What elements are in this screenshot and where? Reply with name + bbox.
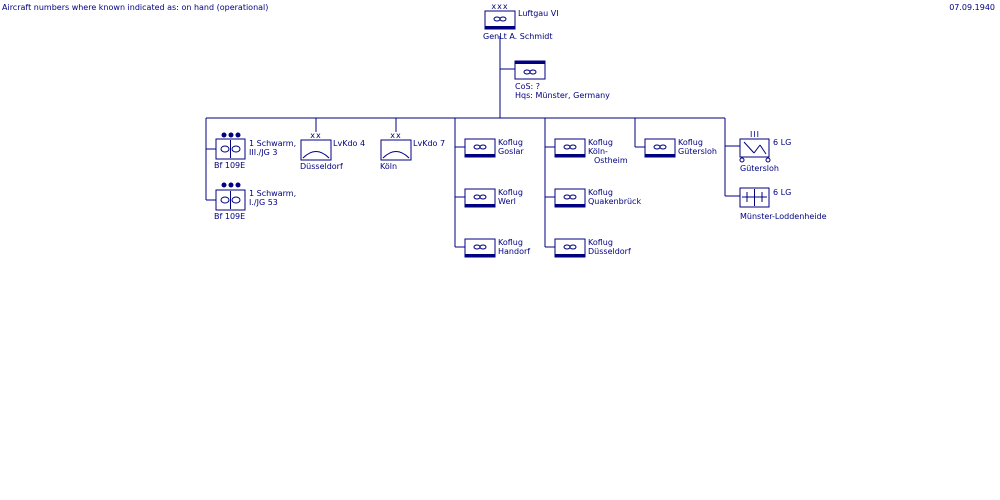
koflug-title: Koflug [498, 188, 523, 197]
lvkdo-location: Köln [380, 162, 397, 171]
lvkdo-node-2[interactable]: xx LvKdo 7 Köln [380, 131, 445, 171]
lg-echelon: III [750, 130, 760, 139]
koflug-quakenbruck[interactable]: Koflug Quakenbrück [554, 188, 641, 208]
lg-unit-munster[interactable]: 6 LG Münster-Loddenheide [739, 187, 827, 221]
koflug-werl[interactable]: Koflug Werl [464, 188, 523, 208]
fighter-unit-2[interactable]: 1 Schwarm, I./JG 53 Bf 109E [214, 182, 296, 222]
koflug-location: Goslar [498, 147, 524, 156]
koflug-dusseldorf[interactable]: Koflug Düsseldorf [554, 238, 631, 258]
koflug-location: Quakenbrück [588, 197, 641, 206]
strength-dots [221, 132, 241, 138]
arc-icon [302, 151, 330, 159]
koflug-location-2: Ostheim [594, 156, 628, 165]
infinity-icon [493, 16, 507, 22]
arc-icon [382, 151, 410, 159]
lvkdo-name: LvKdo 7 [413, 139, 445, 148]
staff-hqs: Hqs: Münster, Germany [515, 91, 610, 100]
strength-dots [221, 182, 241, 188]
koflug-location: Köln- [588, 147, 608, 156]
chart-date: 07.09.1940 [949, 3, 995, 12]
koflug-title: Koflug [678, 138, 703, 147]
lg-unit-gutersloh[interactable]: III 6 LG Gütersloh [739, 130, 791, 173]
fighter-aircraft: Bf 109E [214, 212, 245, 221]
infinity-icon [563, 144, 577, 150]
koflug-title: Koflug [588, 238, 613, 247]
infinity-icon [473, 144, 487, 150]
lvkdo-name: LvKdo 4 [333, 139, 365, 148]
lg-name: 6 LG [773, 188, 791, 197]
hq-node[interactable]: xxx Luftgau VI GenLt A. Schmidt [483, 2, 559, 41]
koflug-koln-ostheim[interactable]: Koflug Köln- Ostheim [554, 138, 628, 165]
infinity-icon [473, 194, 487, 200]
legend-note: Aircraft numbers where known indicated a… [2, 3, 268, 12]
fighter-label-2: I./JG 53 [249, 198, 278, 207]
hq-name: Luftgau VI [518, 9, 559, 18]
hq-echelon: xxx [491, 2, 508, 11]
infinity-icon [563, 244, 577, 250]
infinity-icon [653, 144, 667, 150]
airfield-icon [743, 141, 767, 155]
koflug-location: Werl [498, 197, 516, 206]
koflug-location: Handorf [498, 247, 530, 256]
lvkdo-node-1[interactable]: xx LvKdo 4 Düsseldorf [300, 131, 365, 171]
fighter-aircraft: Bf 109E [214, 161, 245, 170]
connector-lines [205, 36, 740, 248]
fighter-unit-1[interactable]: 1 Schwarm, III./JG 3 Bf 109E [214, 132, 296, 171]
infinity-icon [523, 69, 537, 75]
koflug-handorf[interactable]: Koflug Handorf [464, 238, 530, 258]
lg-location: Münster-Loddenheide [740, 212, 827, 221]
staff-node[interactable]: xxx CoS: ? Hqs: Münster, Germany [514, 60, 610, 100]
lvkdo-echelon: xx [310, 131, 321, 140]
koflug-gutersloh[interactable]: Koflug Gütersloh [644, 138, 717, 158]
lg-location: Gütersloh [740, 164, 779, 173]
koflug-location: Gütersloh [678, 147, 717, 156]
koflug-title: Koflug [588, 188, 613, 197]
staff-cos: CoS: ? [515, 82, 540, 91]
lvkdo-location: Düsseldorf [300, 162, 343, 171]
rotor-icon [742, 189, 767, 206]
koflug-goslar[interactable]: Koflug Goslar [464, 138, 524, 158]
koflug-location: Düsseldorf [588, 247, 631, 256]
lg-name: 6 LG [773, 138, 791, 147]
koflug-title: Koflug [498, 238, 523, 247]
koflug-title: Koflug [588, 138, 613, 147]
fighter-label-1: 1 Schwarm, [249, 189, 296, 198]
koflug-title: Koflug [498, 138, 523, 147]
infinity-icon [473, 244, 487, 250]
infinity-icon [563, 194, 577, 200]
lvkdo-echelon: xx [390, 131, 401, 140]
hq-commander: GenLt A. Schmidt [483, 32, 553, 41]
propeller-icon [220, 140, 241, 158]
fighter-label-1: 1 Schwarm, [249, 139, 296, 148]
propeller-icon [220, 191, 241, 209]
fighter-label-2: III./JG 3 [249, 148, 278, 157]
